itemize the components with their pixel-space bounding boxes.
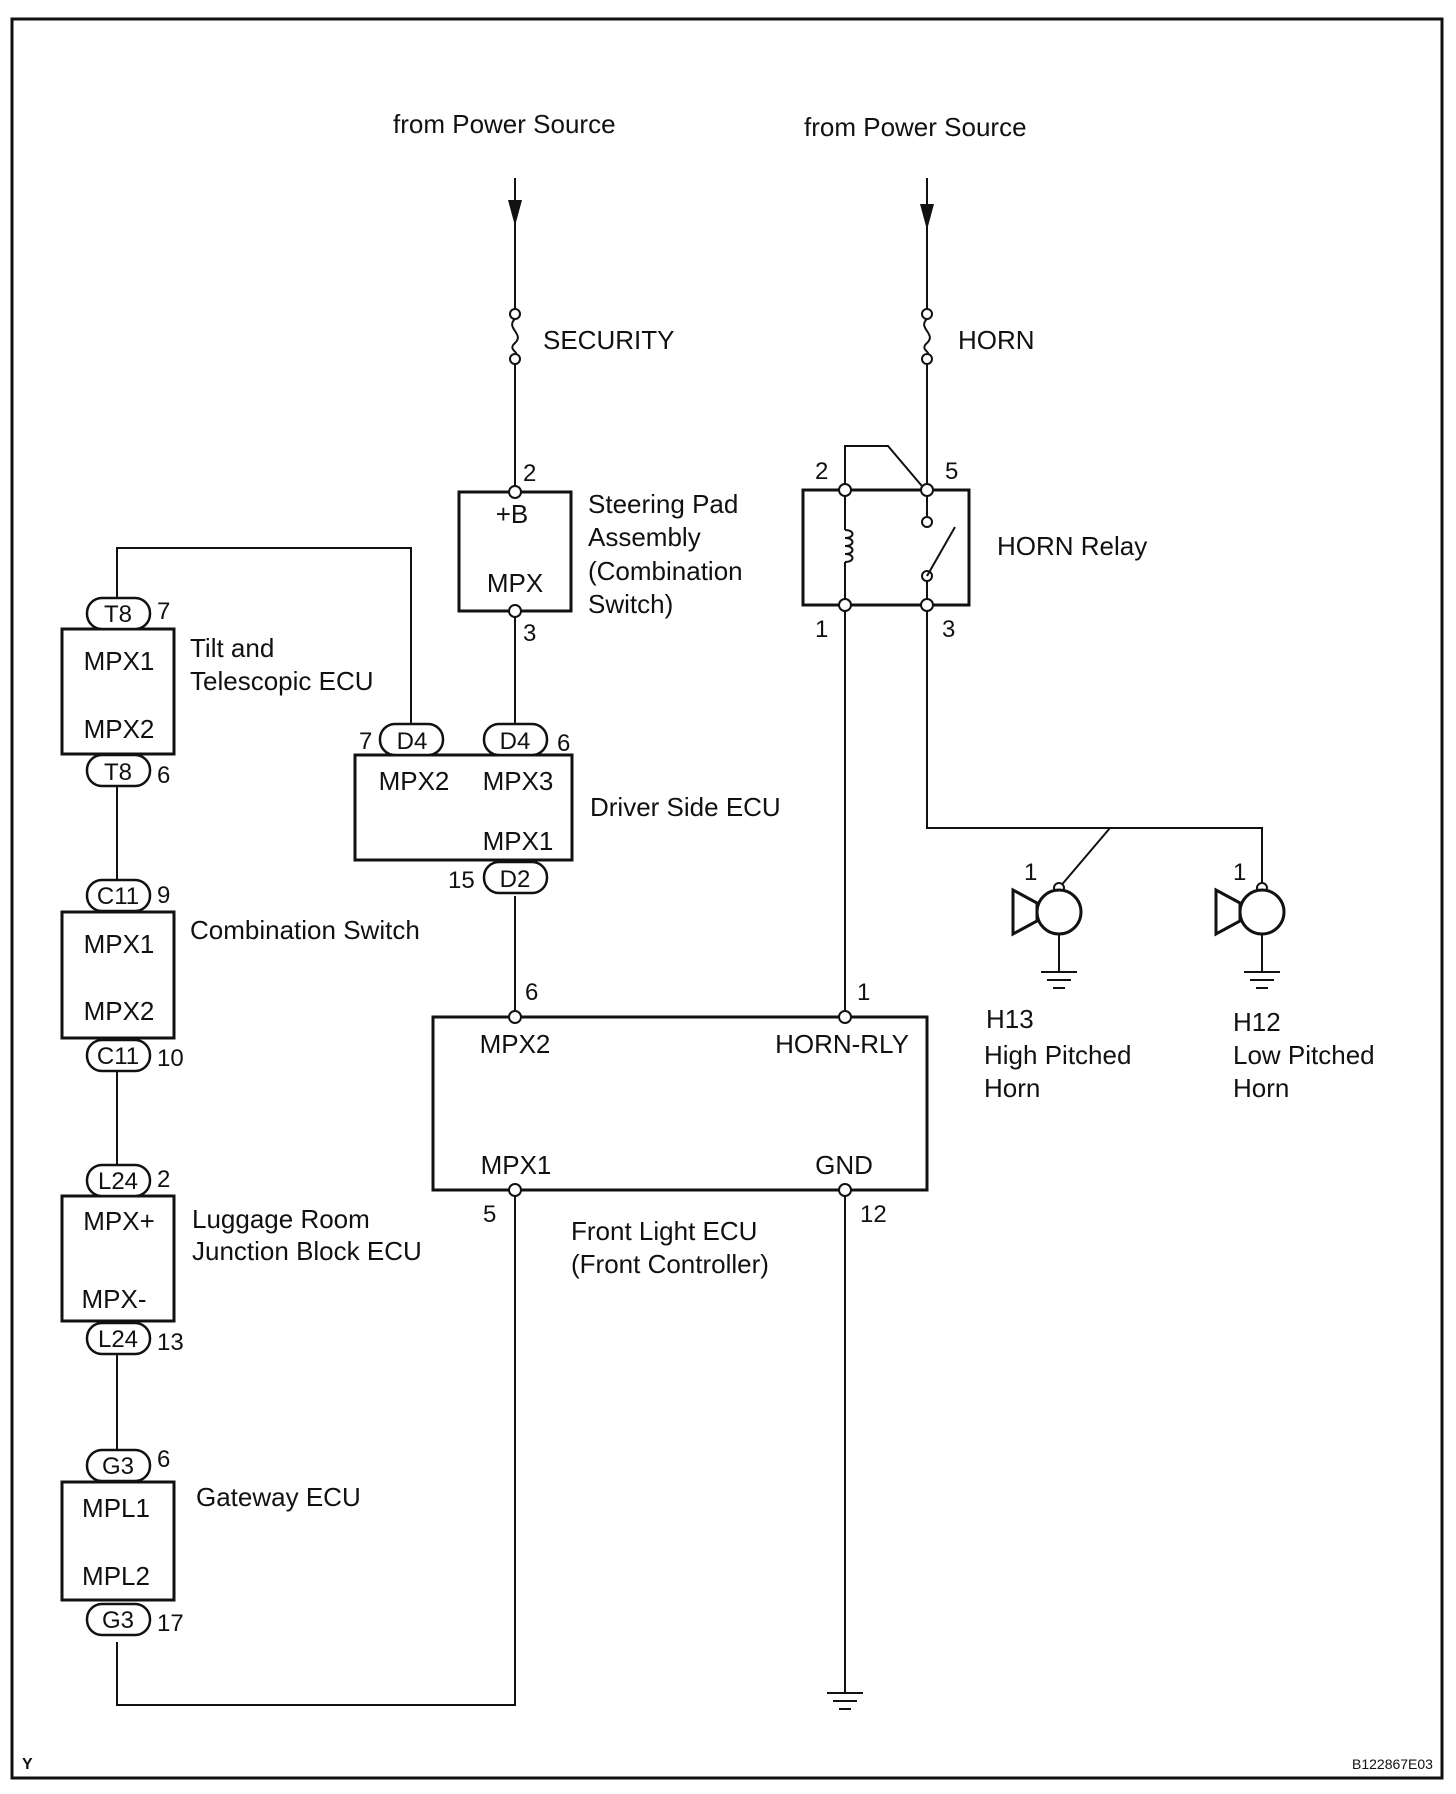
driver-ecu-name: Driver Side ECU bbox=[590, 792, 781, 822]
power-source-label-right: from Power Source bbox=[804, 112, 1027, 142]
luggage-terminal-mpx-plus: MPX+ bbox=[83, 1206, 155, 1236]
steering-pad-pin-top: 2 bbox=[523, 460, 536, 487]
driver-ecu-pin-bottom: 15 bbox=[448, 867, 475, 894]
corner-code-left: Y bbox=[22, 1756, 33, 1773]
fuse-horn bbox=[921, 308, 933, 365]
luggage-ecu-box bbox=[60, 1194, 176, 1323]
comb-switch-terminal-mpx2: MPX2 bbox=[84, 996, 155, 1026]
horn-low-name: H12 bbox=[1233, 1007, 1281, 1037]
gateway-ecu-box bbox=[60, 1480, 176, 1602]
horn-low-name: Low Pitched bbox=[1233, 1040, 1375, 1070]
ground-icon bbox=[1244, 971, 1280, 989]
combination-switch-box bbox=[60, 910, 176, 1040]
front-light-ecu-box bbox=[431, 1015, 929, 1192]
gateway-ecu-name: Gateway ECU bbox=[196, 1482, 361, 1512]
diagram-frame bbox=[10, 17, 1444, 1780]
comb-switch-pin-top: 9 bbox=[157, 882, 170, 909]
horn-relay-pin-2: 2 bbox=[815, 458, 828, 485]
fuse-security-label: SECURITY bbox=[543, 325, 674, 355]
gateway-connector-top: G3 bbox=[102, 1453, 134, 1480]
steering-pad-name: Assembly bbox=[588, 522, 701, 552]
front-light-pin-5: 5 bbox=[483, 1201, 496, 1228]
comb-switch-connector-top: C11 bbox=[97, 883, 139, 910]
comb-switch-connector-bottom: C11 bbox=[97, 1043, 139, 1070]
steering-pad-terminal-mpx: MPX bbox=[487, 568, 543, 598]
tilt-ecu-box bbox=[60, 627, 176, 756]
steering-pad-pin-bottom: 3 bbox=[523, 620, 536, 647]
driver-ecu-pin-top-left: 7 bbox=[359, 728, 372, 755]
horn-high-icon bbox=[1011, 882, 1083, 937]
front-light-terminal-mpx2: MPX2 bbox=[480, 1029, 551, 1059]
front-light-pin-1: 1 bbox=[857, 979, 870, 1006]
horn-high-name: H13 bbox=[986, 1004, 1034, 1034]
front-light-ecu-name: (Front Controller) bbox=[571, 1249, 769, 1279]
power-arrow-left bbox=[508, 200, 522, 226]
front-light-pin-6: 6 bbox=[525, 979, 538, 1006]
steering-pad-name: Switch) bbox=[588, 589, 673, 619]
horn-relay-name: HORN Relay bbox=[997, 531, 1147, 561]
horn-high-name: High Pitched bbox=[984, 1040, 1131, 1070]
luggage-pin-top: 2 bbox=[157, 1166, 170, 1193]
horn-relay-pin-5: 5 bbox=[945, 458, 958, 485]
steering-pad-name: Steering Pad bbox=[588, 489, 738, 519]
driver-ecu-connector-right: D4 bbox=[500, 728, 531, 755]
steering-pad-terminal-b: +B bbox=[496, 499, 529, 529]
driver-ecu-pin-top-right: 6 bbox=[557, 730, 570, 757]
luggage-ecu-name: Luggage Room bbox=[192, 1204, 370, 1234]
steering-pad-name: (Combination bbox=[588, 556, 743, 586]
gateway-pin-top: 6 bbox=[157, 1446, 170, 1473]
labels: from Power Source from Power Source SECU… bbox=[22, 109, 1433, 1773]
driver-ecu-terminal-mpx3: MPX3 bbox=[483, 766, 554, 796]
luggage-connector-bottom: L24 bbox=[98, 1326, 138, 1353]
luggage-terminal-mpx-minus: MPX- bbox=[82, 1284, 147, 1314]
front-light-ecu-name: Front Light ECU bbox=[571, 1216, 757, 1246]
fuse-horn-label: HORN bbox=[958, 325, 1035, 355]
horn-relay-pin-1: 1 bbox=[815, 616, 828, 643]
driver-ecu-terminal-mpx1: MPX1 bbox=[483, 826, 554, 856]
ground-icon bbox=[827, 1692, 863, 1710]
tilt-connector-bottom: T8 bbox=[104, 759, 132, 786]
tilt-terminal-mpx2: MPX2 bbox=[84, 714, 155, 744]
horn-relay-box bbox=[801, 488, 971, 607]
gateway-terminal-mpl2: MPL2 bbox=[82, 1561, 150, 1591]
comb-switch-name: Combination Switch bbox=[190, 915, 420, 945]
luggage-pin-bottom: 13 bbox=[157, 1329, 184, 1356]
horn-high-name: Horn bbox=[984, 1073, 1040, 1103]
driver-ecu-connector-left: D4 bbox=[397, 728, 428, 755]
comb-switch-pin-bottom: 10 bbox=[157, 1045, 184, 1072]
ground-icon bbox=[1041, 971, 1077, 989]
comb-switch-terminal-mpx1: MPX1 bbox=[84, 929, 155, 959]
relay-switch-icon bbox=[921, 496, 956, 599]
tilt-pin-bottom: 6 bbox=[157, 762, 170, 789]
driver-ecu-box bbox=[353, 753, 574, 862]
horn-low-name: Horn bbox=[1233, 1073, 1289, 1103]
tilt-connector-top: T8 bbox=[104, 601, 132, 628]
fuse-security bbox=[509, 308, 521, 365]
luggage-ecu-name: Junction Block ECU bbox=[192, 1236, 422, 1266]
front-light-terminal-horn-rly: HORN-RLY bbox=[775, 1029, 909, 1059]
horn-relay-pin-3: 3 bbox=[942, 616, 955, 643]
luggage-connector-top: L24 bbox=[98, 1168, 138, 1195]
front-light-terminal-mpx1: MPX1 bbox=[481, 1150, 552, 1180]
tilt-terminal-mpx1: MPX1 bbox=[84, 646, 155, 676]
gateway-terminal-mpl1: MPL1 bbox=[82, 1493, 150, 1523]
power-source-label-left: from Power Source bbox=[393, 109, 616, 139]
front-light-pin-12: 12 bbox=[860, 1201, 887, 1228]
tilt-pin-top: 7 bbox=[157, 598, 170, 625]
gateway-connector-bottom: G3 bbox=[102, 1607, 134, 1634]
horn-high-pin: 1 bbox=[1024, 859, 1037, 886]
driver-ecu-connector-bottom: D2 bbox=[500, 866, 531, 893]
tilt-ecu-name: Telescopic ECU bbox=[190, 666, 374, 696]
gateway-pin-bottom: 17 bbox=[157, 1610, 184, 1637]
horn-low-icon bbox=[1214, 882, 1286, 937]
corner-code-right: B122867E03 bbox=[1352, 1756, 1433, 1772]
tilt-ecu-name: Tilt and bbox=[190, 633, 274, 663]
wires bbox=[116, 178, 1263, 1706]
horn-low-pin: 1 bbox=[1233, 859, 1246, 886]
driver-ecu-terminal-mpx2: MPX2 bbox=[379, 766, 450, 796]
power-arrow-right bbox=[920, 204, 934, 230]
front-light-terminal-gnd: GND bbox=[815, 1150, 873, 1180]
relay-coil-icon bbox=[844, 496, 854, 599]
